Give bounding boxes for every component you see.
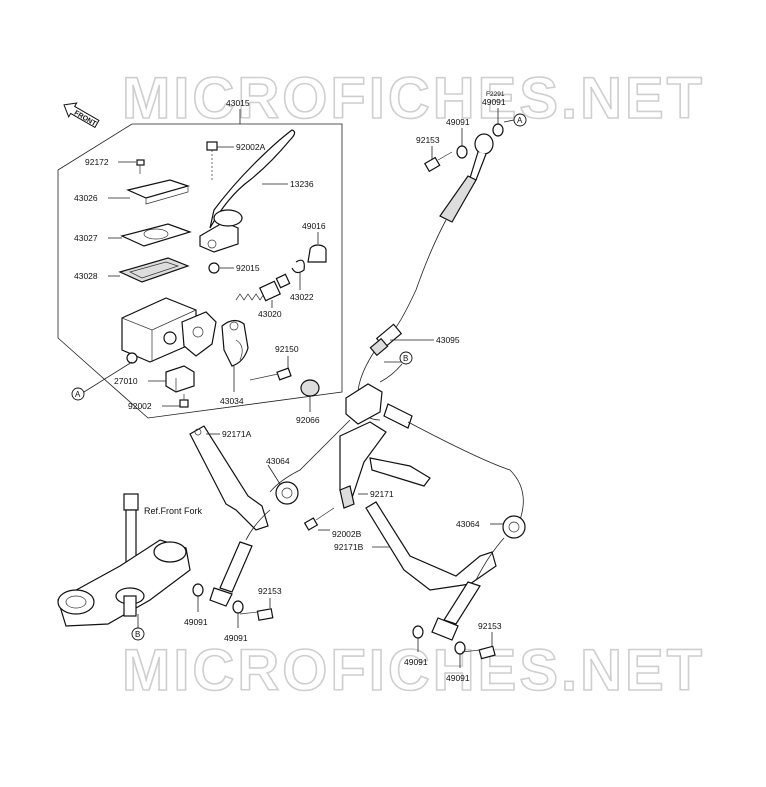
- washer-left-a-part: [192, 583, 204, 597]
- label-92171A: 92171A: [222, 429, 252, 439]
- diaphragm-part: [118, 257, 190, 283]
- label-43015: 43015: [226, 98, 250, 108]
- piston-spring-part: [235, 273, 291, 302]
- label-92015: 92015: [236, 263, 260, 273]
- label-49016: 49016: [302, 221, 326, 231]
- grommet-right-part: [502, 515, 526, 539]
- label-43064-left: 43064: [266, 456, 290, 466]
- caliper-hose-left-part: [209, 541, 253, 607]
- label-49091-left-b: 49091: [224, 633, 248, 643]
- label-43028: 43028: [74, 271, 98, 281]
- circlip-part: [291, 259, 305, 274]
- washer-left-b-part: [232, 600, 244, 614]
- hose-bracket-right-part: [365, 501, 497, 591]
- hose-joint-part: [369, 323, 403, 357]
- washer-part: [492, 123, 504, 137]
- label-43022: 43022: [290, 292, 314, 302]
- lever-nut-part: [208, 262, 220, 274]
- switch-screw-part: [179, 394, 189, 408]
- marker-a-right: [513, 113, 527, 127]
- reservoir-cap-part: [126, 179, 191, 199]
- washer-part-2: [456, 145, 468, 159]
- label-43034: 43034: [220, 396, 244, 406]
- label-92002: 92002: [128, 401, 152, 411]
- bracket-bolt-part: [303, 507, 335, 531]
- diaphragm-plate-part: [120, 223, 192, 247]
- caliper-hose-right-part: [431, 581, 481, 641]
- hose-splitter-part: [345, 383, 413, 429]
- label-49091-left-a: 49091: [184, 617, 208, 627]
- marker-b-left-label: B: [135, 630, 140, 639]
- label-49091-right-b: 49091: [446, 673, 470, 683]
- hose-clamp-bracket-part: [339, 421, 431, 509]
- label-49091-right-a: 49091: [404, 657, 428, 667]
- brake-switch-part: [165, 365, 195, 393]
- dust-boot-part: [307, 244, 327, 263]
- banjo-bolt-left-part: [239, 608, 274, 621]
- label-92066: 92066: [296, 415, 320, 425]
- label-43027: 43027: [74, 233, 98, 243]
- pivot-bolt-part: [206, 141, 218, 180]
- label-43026: 43026: [74, 193, 98, 203]
- banjo-bolt-part: [423, 151, 453, 173]
- clamp-bolt-part: [249, 367, 292, 381]
- marker-a-left: [71, 387, 85, 401]
- banjo-fitting-part: [439, 133, 494, 223]
- washer-right-b-part: [454, 641, 466, 655]
- label-92171B: 92171B: [334, 542, 364, 552]
- brake-lever-part: [199, 129, 296, 253]
- label-F2291: F2291: [486, 91, 505, 98]
- master-cylinder-body: [121, 297, 217, 364]
- label-92153-right: 92153: [478, 621, 502, 631]
- hose-bracket-left-part: [189, 425, 269, 531]
- label-92153-top: 92153: [416, 135, 440, 145]
- marker-a-left-label: A: [75, 390, 81, 399]
- watermark-bottom: MICROFICHES.NET: [122, 638, 705, 703]
- label-43020: 43020: [258, 309, 282, 319]
- marker-b-left: [131, 627, 145, 641]
- grommet-left-part: [275, 481, 299, 505]
- assembly-43015-outline: [57, 123, 343, 419]
- label-92171: 92171: [370, 489, 394, 499]
- label-92153-left: 92153: [258, 586, 282, 596]
- steering-stem-part: [57, 493, 191, 627]
- cap-part: [300, 379, 320, 397]
- brake-hose-part: [393, 219, 447, 331]
- watermark-top: MICROFICHES.NET: [122, 66, 705, 131]
- marker-b-right-label: B: [403, 354, 408, 363]
- label-49091-top-right: 49091: [482, 97, 506, 107]
- ref-front-fork-note: Ref.Front Fork: [144, 506, 203, 516]
- front-direction-icon: FRONT: [63, 102, 100, 128]
- label-92002A: 92002A: [236, 142, 266, 152]
- marker-b-right: [399, 351, 413, 365]
- label-92172: 92172: [85, 157, 109, 167]
- marker-a-right-label: A: [517, 116, 523, 125]
- label-92150: 92150: [275, 344, 299, 354]
- label-43064-right: 43064: [456, 519, 480, 529]
- cap-screw-part: [136, 159, 145, 174]
- label-49091-top-left: 49091: [446, 117, 470, 127]
- holder-clamp-part: [221, 319, 249, 367]
- label-13236: 13236: [290, 179, 314, 189]
- banjo-bolt-right-part: [461, 645, 496, 660]
- label-43095: 43095: [436, 335, 460, 345]
- washer-right-a-part: [412, 625, 424, 639]
- label-27010: 27010: [114, 376, 138, 386]
- label-92002B: 92002B: [332, 529, 362, 539]
